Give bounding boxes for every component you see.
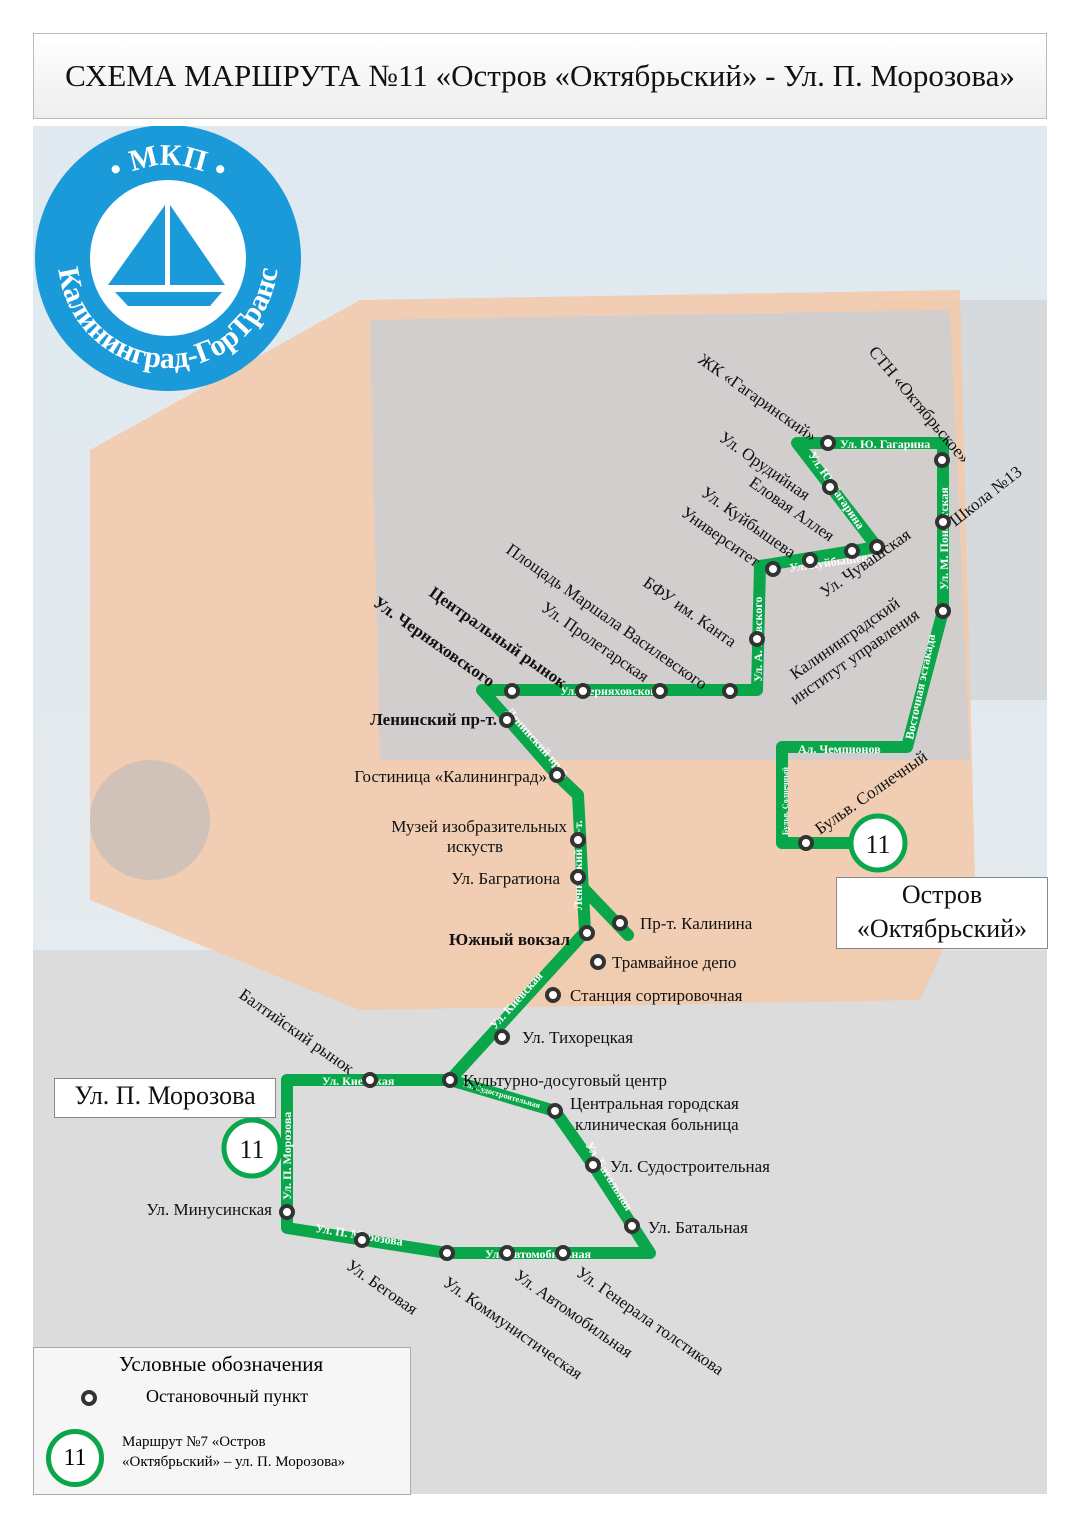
stop-marker [652, 683, 668, 699]
stop-marker [555, 1245, 571, 1261]
stop-marker [279, 1204, 295, 1220]
stop-marker [765, 561, 781, 577]
stop-marker [722, 683, 738, 699]
map-label: Музей изобразительных [391, 817, 567, 836]
stop-marker [570, 832, 586, 848]
map-label: Ул. Судостроительная [610, 1157, 770, 1176]
stop-marker [570, 869, 586, 885]
map-label: Ул. Батальная [648, 1218, 748, 1237]
stop-markers [279, 435, 951, 1261]
stop-marker [590, 954, 606, 970]
terminal-label-west: Ул. П. Морозова [54, 1078, 276, 1118]
map-label: Ленинский пр-т. [370, 710, 497, 729]
map-label: Трамвайное депо [612, 953, 736, 972]
stop-marker [935, 514, 951, 530]
stop-marker [362, 1072, 378, 1088]
map-label: Центральная городская [570, 1094, 739, 1113]
stop-marker [820, 435, 836, 451]
map-label: Ул. П. Морозова [280, 1112, 294, 1200]
stop-marker [545, 987, 561, 1003]
stop-marker [504, 683, 520, 699]
stop-marker [221, 1117, 283, 1179]
stop-marker [848, 813, 908, 873]
stop-marker [802, 552, 818, 568]
map-label: 11 [865, 830, 890, 859]
stop-marker [935, 603, 951, 619]
map-label: Ул. Ю. Гагарина [840, 437, 930, 451]
legend-route-line2: «Октябрьский» – ул. П. Морозова» [122, 1454, 346, 1470]
stop-marker [869, 539, 885, 555]
map-label: Ул. М. Понартская [937, 487, 951, 590]
stop-marker [798, 835, 814, 851]
stop-marker-icon [81, 1390, 97, 1406]
stop-marker [442, 1072, 458, 1088]
map-label: Ул. Минусинская [146, 1200, 272, 1219]
legend-route-badge: 11 [46, 1429, 104, 1487]
legend-route-label: Маршрут №7 «Остров «Октябрьский» – ул. П… [122, 1432, 345, 1472]
map-label: Южный вокзал [449, 930, 570, 949]
logo: • МКП • Калининград-ГорТранс [35, 125, 301, 391]
stop-marker [90, 180, 246, 336]
legend-title: Условные обозначения [119, 1352, 324, 1376]
map-label: клиническая больница [575, 1115, 739, 1134]
stop-marker [354, 1232, 370, 1248]
legend-stop-label: Остановочный пункт [146, 1386, 309, 1406]
map-label: Ул. Багратиона [451, 869, 560, 888]
page-title: СХЕМА МАРШРУТА №11 «Остров «Октябрьский»… [33, 33, 1047, 119]
stop-marker [822, 479, 838, 495]
route-badge-west: 11 [221, 1117, 283, 1179]
legend: Условные обозначения Остановочный пункт … [33, 1347, 411, 1495]
stop-marker [585, 1157, 601, 1173]
stop-marker [749, 631, 765, 647]
map-label: Ул. Тихорецкая [522, 1028, 633, 1047]
stop-marker [624, 1218, 640, 1234]
stop-marker [844, 543, 860, 559]
legend-route-line1: Маршрут №7 «Остров [122, 1434, 266, 1450]
stop-marker [575, 683, 591, 699]
map-label: 11 [239, 1135, 264, 1164]
stop-marker [499, 712, 515, 728]
map-label: искуств [447, 837, 503, 856]
map-label: Ал. Чемпионов [798, 742, 881, 756]
route-badge-east: 11 [848, 813, 908, 873]
stop-marker [499, 1245, 515, 1261]
map-label: Станция сортировочная [570, 986, 743, 1005]
map-label: Культурно-досуговый центр [463, 1071, 667, 1090]
map-label: Бульв. Солнечный [781, 767, 790, 835]
map-shape [115, 292, 222, 306]
terminal-label-east: Остров «Октябрьский» [836, 877, 1048, 949]
map-label: Ул. Киевская [322, 1074, 395, 1088]
stop-marker [90, 760, 210, 880]
terminal-east-line1: Остров [901, 880, 983, 909]
stop-marker [612, 915, 628, 931]
stop-marker [549, 767, 565, 783]
stop-marker [579, 925, 595, 941]
map-label: Гостиница «Калининград» [354, 767, 547, 786]
map-label: Пр-т. Калинина [640, 914, 753, 933]
route-map: • МКП • Калининград-ГорТранс Ул. Ю. Гага… [33, 125, 1047, 1494]
stop-marker [547, 1103, 563, 1119]
stop-marker [934, 452, 950, 468]
stop-marker [439, 1245, 455, 1261]
terminal-east-line2: «Октябрьский» [856, 914, 1028, 943]
map-shape [370, 310, 970, 760]
stop-marker [494, 1029, 510, 1045]
map-shape [108, 205, 225, 285]
